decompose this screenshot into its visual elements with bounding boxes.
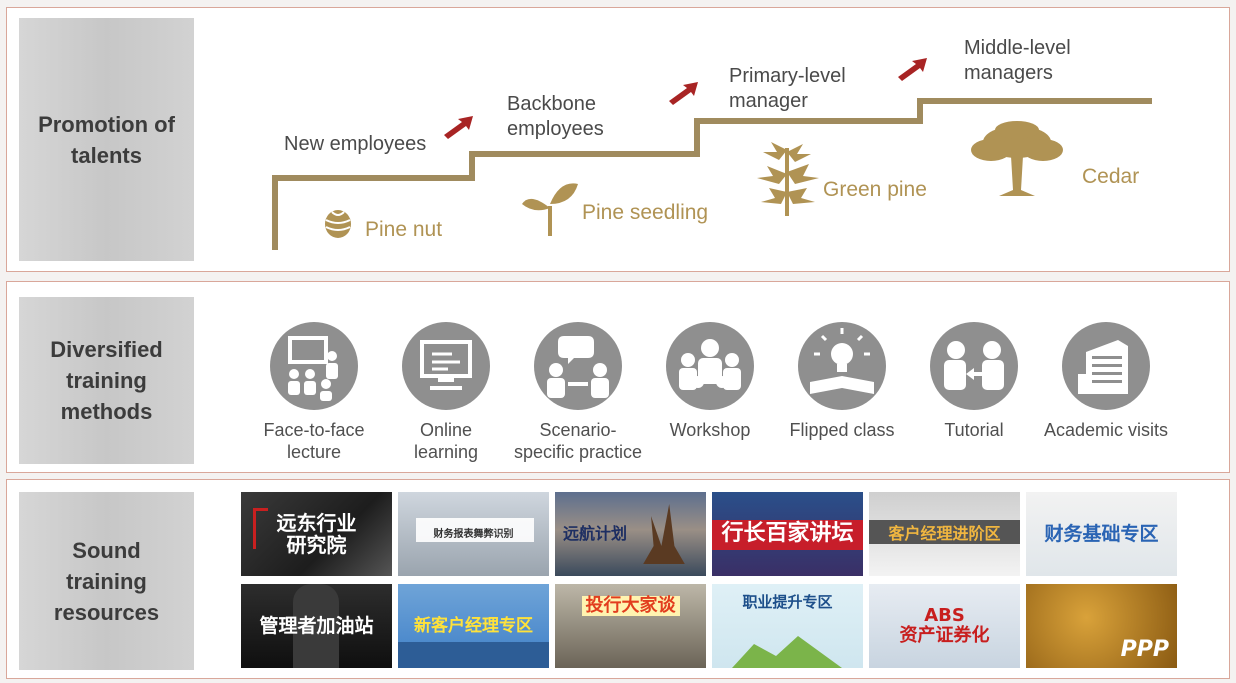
- method-scenario-specific-practice: Scenario- specific practice: [508, 322, 648, 463]
- method-academic-visits: Academic visits: [1036, 322, 1176, 441]
- resource-tile-far-east-industry-institute[interactable]: 远东行业 研究院: [241, 492, 392, 576]
- promotion-arrow-icon: [444, 116, 473, 139]
- method-face-to-face-lecture: Face-to-face lecture: [244, 322, 384, 463]
- resource-tile-ppp[interactable]: PPP: [1026, 584, 1177, 668]
- method-workshop: Workshop: [640, 322, 780, 441]
- resource-tile-investment-banking-talk[interactable]: 投行大家谈: [555, 584, 706, 668]
- promotion-panel: Promotion of talents New employees Backb…: [6, 7, 1230, 272]
- methods-label: Diversified training methods: [19, 297, 194, 464]
- stage-green-pine: Green pine: [823, 178, 927, 201]
- promotion-arrow-icon: [898, 58, 927, 81]
- promotion-label: Promotion of talents: [19, 18, 194, 261]
- promotion-label-line: Promotion of: [38, 111, 175, 137]
- building-icon: [1062, 322, 1150, 410]
- resource-tile-president-lecture-forum[interactable]: 行长百家讲坛: [712, 492, 863, 576]
- resources-label: Sound training resources: [19, 492, 194, 670]
- resource-tile-finance-basics[interactable]: 财务基础专区: [1026, 492, 1177, 576]
- stage-cedar: Cedar: [1082, 165, 1140, 188]
- resource-tile-manager-refuel-station[interactable]: 管理者加油站: [241, 584, 392, 668]
- role-new-employees: New employees: [284, 133, 427, 155]
- pine-nut-icon: [325, 210, 351, 238]
- mentoring-icon: [930, 322, 1018, 410]
- resource-tile-financial-fraud-identification[interactable]: 财务报表舞弊识别: [398, 492, 549, 576]
- lecture-icon: [270, 322, 358, 410]
- resource-tile-new-account-manager[interactable]: 新客户经理专区: [398, 584, 549, 668]
- cedar-tree-icon: [971, 121, 1063, 196]
- role-primary-level-manager: Primary-level manager: [729, 65, 846, 112]
- resources-panel: Sound training resources 远东行业 研究院 财务报表舞弊…: [6, 479, 1230, 679]
- group-meeting-icon: [666, 322, 754, 410]
- methods-panel: Diversified training methods Face-to-fac…: [6, 281, 1230, 473]
- method-flipped-class: Flipped class: [772, 322, 912, 441]
- method-online-learning: Online learning: [376, 322, 516, 463]
- discussion-icon: [534, 322, 622, 410]
- computer-monitor-icon: [402, 322, 490, 410]
- promotion-label-line: talents: [71, 142, 142, 168]
- stage-pine-nut: Pine nut: [365, 218, 443, 241]
- green-pine-icon: [757, 142, 819, 216]
- seedling-icon: [522, 183, 578, 236]
- resource-tile-account-manager-advanced[interactable]: 客户经理进阶区: [869, 492, 1020, 576]
- stage-pine-seedling: Pine seedling: [582, 201, 709, 224]
- resource-tile-voyage-plan[interactable]: 远航计划: [555, 492, 706, 576]
- role-middle-level-managers: Middle-level managers: [964, 37, 1071, 84]
- lightbulb-book-icon: [798, 322, 886, 410]
- resource-tile-abs-securitization[interactable]: ABS 资产证券化: [869, 584, 1020, 668]
- method-tutorial: Tutorial: [904, 322, 1044, 441]
- resource-tile-career-advancement[interactable]: 职业提升专区: [712, 584, 863, 668]
- career-staircase: [272, 58, 1152, 250]
- role-backbone-employees: Backbone employees: [507, 93, 604, 140]
- promotion-arrow-icon: [669, 82, 698, 105]
